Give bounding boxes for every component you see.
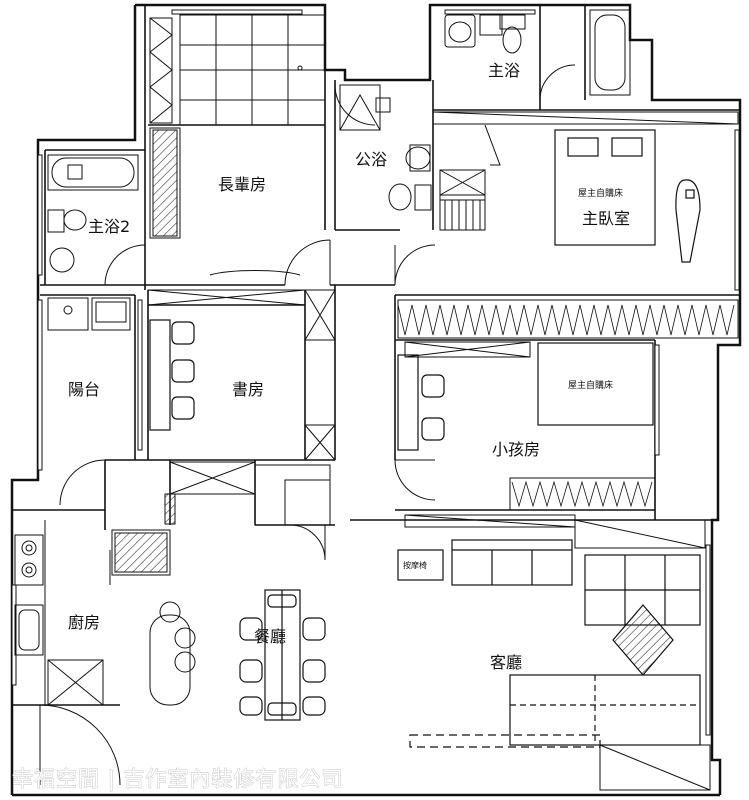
- public-bath-label: 公浴: [355, 150, 387, 169]
- massage-chair-label: 按摩椅: [403, 560, 427, 570]
- cabinets: [47, 14, 739, 791]
- elder-room-label: 長輩房: [218, 175, 266, 194]
- windows: [11, 9, 740, 736]
- study-label: 書房: [232, 380, 264, 399]
- kitchen-label: 廚房: [68, 613, 100, 632]
- fixtures: [14, 9, 631, 706]
- watermark-text: 幸福空間 | 吉作室內裝修有限公司: [12, 767, 343, 792]
- furniture: [149, 129, 701, 748]
- doors: [39, 64, 576, 786]
- bath2-label: 主浴2: [88, 217, 130, 236]
- master-bedroom-label: 主臥室: [582, 209, 630, 228]
- dining-label: 餐廳: [254, 627, 286, 646]
- balcony-label: 陽台: [68, 380, 100, 399]
- living-label: 客廳: [490, 653, 522, 672]
- master-bed-note: 屋主自購床: [578, 187, 623, 199]
- master-bath-label: 主浴: [488, 61, 520, 80]
- kids-bed-note: 屋主自購床: [568, 379, 613, 391]
- kids-room-label: 小孩房: [492, 440, 540, 459]
